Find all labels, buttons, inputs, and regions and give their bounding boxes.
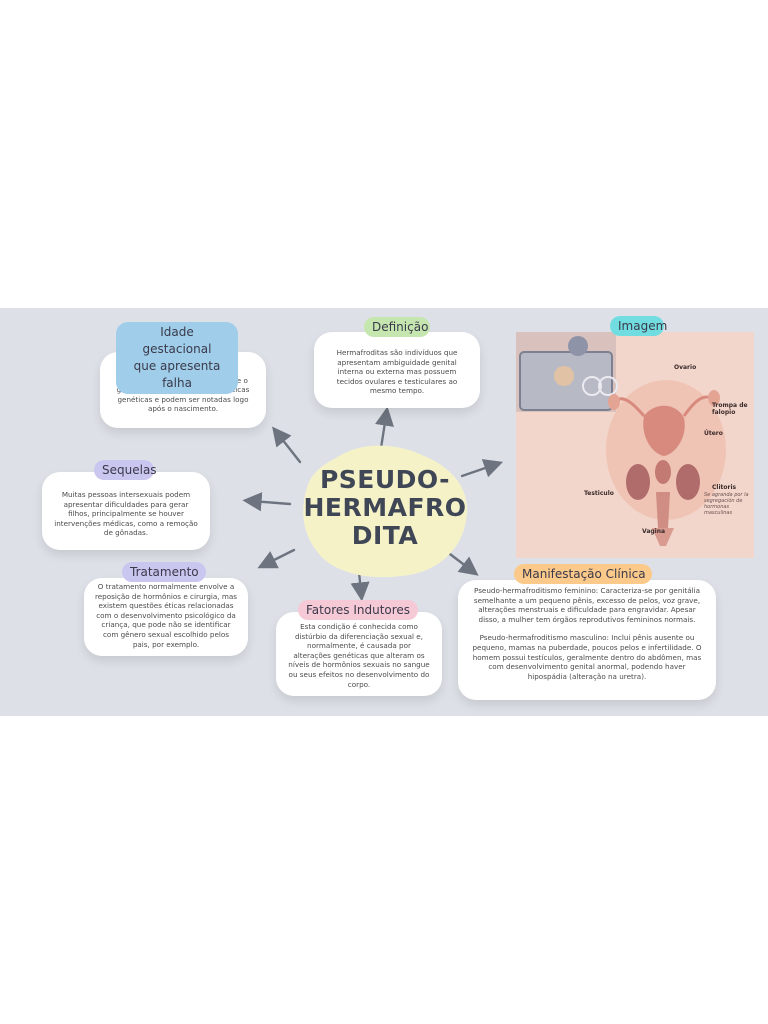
label-trompa: Trompa de falopio xyxy=(712,402,748,416)
manifestacao-spacer xyxy=(470,624,704,633)
idade-tag-line-1: Idade gestacional xyxy=(142,325,212,356)
label-clitoris: Clitoris xyxy=(712,484,737,491)
label-vagina: Vagina xyxy=(642,528,666,535)
fatores-card: Esta condição é conhecida como distúrbio… xyxy=(276,612,442,696)
central-title: PSEUDO- HERMAFRO DITA xyxy=(296,466,474,550)
arrow-to-idade xyxy=(272,426,302,464)
label-utero: Útero xyxy=(704,430,723,437)
definicao-card: Hermafroditas são indivíduos que apresen… xyxy=(314,332,480,408)
arrow-to-definicao xyxy=(375,406,395,450)
sequelas-text: Muitas pessoas intersexuais podem aprese… xyxy=(54,490,198,538)
imagem-tag: Imagem xyxy=(610,316,667,336)
anatomy-illustration xyxy=(516,332,754,558)
arrow-to-imagem xyxy=(460,459,504,478)
manifestacao-card: Pseudo-hermafroditismo feminino: Caracte… xyxy=(458,580,716,700)
label-testiculo: Testiculo xyxy=(584,490,614,497)
label-clitoris-note: Se agranda por la segregación de hormona… xyxy=(704,492,749,516)
sequelas-card: Muitas pessoas intersexuais podem aprese… xyxy=(42,472,210,550)
definicao-tag: Definição xyxy=(364,317,430,337)
central-title-line-1: PSEUDO- xyxy=(319,465,451,494)
definicao-text: Hermafroditas são indivíduos que apresen… xyxy=(336,348,458,396)
idade-tag: Idade gestacional que apresenta falha xyxy=(116,322,238,394)
manifestacao-text-female: Pseudo-hermafroditismo feminino: Caracte… xyxy=(473,586,701,624)
tratamento-card: O tratamento normalmente envolve a repos… xyxy=(84,578,248,656)
fatores-text: Esta condição é conhecida como distúrbio… xyxy=(288,622,430,689)
mind-map-board: PSEUDO- HERMAFRO DITA As características… xyxy=(0,308,768,716)
central-node-blob xyxy=(303,445,468,578)
label-ovario: Ovario xyxy=(674,364,697,371)
anatomy-image: Ovario Trompa de falopio Útero Clitoris … xyxy=(516,332,754,558)
fatores-tag: Fatores Indutores xyxy=(298,600,418,620)
central-title-line-2: HERMAFRO xyxy=(303,493,467,522)
tratamento-text: O tratamento normalmente envolve a repos… xyxy=(94,582,238,649)
manifestacao-text-male: Pseudo-hermafroditismo masculino: Inclui… xyxy=(472,633,702,681)
tratamento-tag: Tratamento xyxy=(122,562,206,582)
arrow-to-tratamento xyxy=(257,548,296,569)
central-title-line-3: DITA xyxy=(351,521,419,550)
manifestacao-tag: Manifestação Clínica xyxy=(514,564,652,584)
arrow-to-sequelas xyxy=(242,492,292,512)
sequelas-tag: Sequelas xyxy=(94,460,157,480)
idade-tag-line-2: que apresenta falha xyxy=(133,359,221,390)
